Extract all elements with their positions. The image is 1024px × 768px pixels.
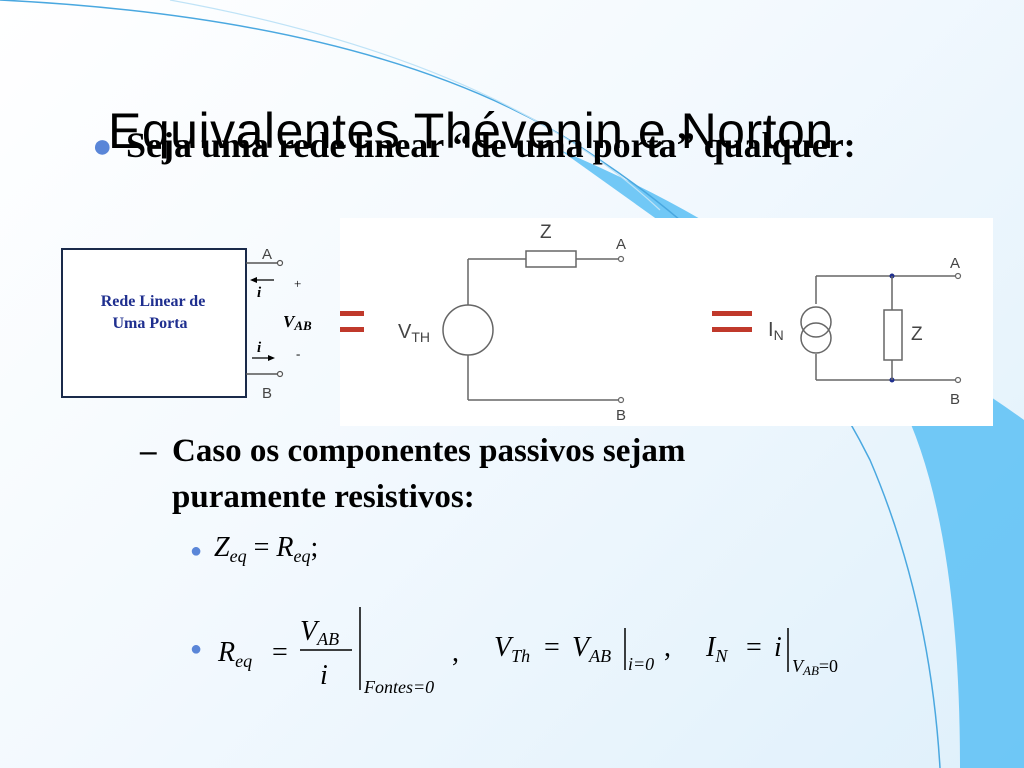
eq2-bullet-dot: ● — [190, 638, 203, 660]
network-box-label-2: Uma Porta — [112, 315, 187, 332]
plus-sign: + — [294, 276, 301, 291]
sub-bullet-text: Caso os componentes passivos sejam puram… — [172, 433, 686, 515]
current-source-ring-1 — [800, 306, 832, 338]
nt-terminal-b-label: B — [950, 391, 960, 408]
vab-label: VAB — [283, 312, 312, 333]
equation-zeq: Zeq = Req; — [214, 532, 319, 566]
bullet-intro-text: Seja uma rede linear “de uma porta” qual… — [126, 125, 856, 165]
th-terminal-b-label: B — [616, 407, 626, 424]
series-impedance-label: Z — [540, 222, 552, 243]
shunt-impedance-label: Z — [911, 324, 923, 345]
equal-sign-1-bottom — [340, 327, 364, 332]
equivalent-circuits-diagram: VTH Z A B IN — [340, 222, 962, 424]
current-source-ring-2 — [800, 322, 832, 354]
th-terminal-a-label: A — [616, 236, 626, 253]
nt-terminal-a-label: A — [950, 255, 960, 272]
slide-title: Equivalentes Thévenin e Norton — [108, 103, 834, 159]
network-box-label-1: Rede Linear de — [101, 293, 206, 310]
nt-terminal-a — [954, 272, 962, 280]
minus-sign: - — [296, 346, 300, 361]
network-box — [61, 248, 247, 398]
equal-sign-2-bottom — [712, 327, 752, 332]
current-label-bottom: i — [257, 340, 262, 356]
current-arrow-bottom-head — [268, 355, 275, 361]
equal-sign-1-top — [340, 311, 364, 316]
current-label-top: i — [257, 285, 262, 301]
eq1-bullet-dot: ● — [190, 540, 203, 562]
terminal-a-dot — [276, 259, 284, 267]
terminal-a-label: A — [262, 246, 272, 263]
voltage-source — [442, 304, 494, 356]
bullet-dot: ● — [92, 128, 113, 165]
equal-sign-2-top — [712, 311, 752, 316]
bg-blue-wave — [560, 150, 1024, 768]
th-terminal-a — [617, 255, 625, 263]
nt-terminal-b — [954, 376, 962, 384]
series-impedance — [525, 250, 577, 268]
terminal-b-dot — [276, 370, 284, 378]
terminal-b-label: B — [262, 385, 272, 402]
sub-bullet-dash: – — [140, 433, 157, 469]
vth-label: VTH — [398, 321, 430, 345]
equivalents-panel: VTH Z A B IN — [340, 218, 993, 426]
th-terminal-b — [617, 396, 625, 404]
bg-arc-line-2 — [169, 0, 661, 211]
in-label: IN — [768, 319, 784, 343]
shunt-impedance — [883, 309, 903, 361]
current-arrow-top-head — [250, 277, 257, 283]
